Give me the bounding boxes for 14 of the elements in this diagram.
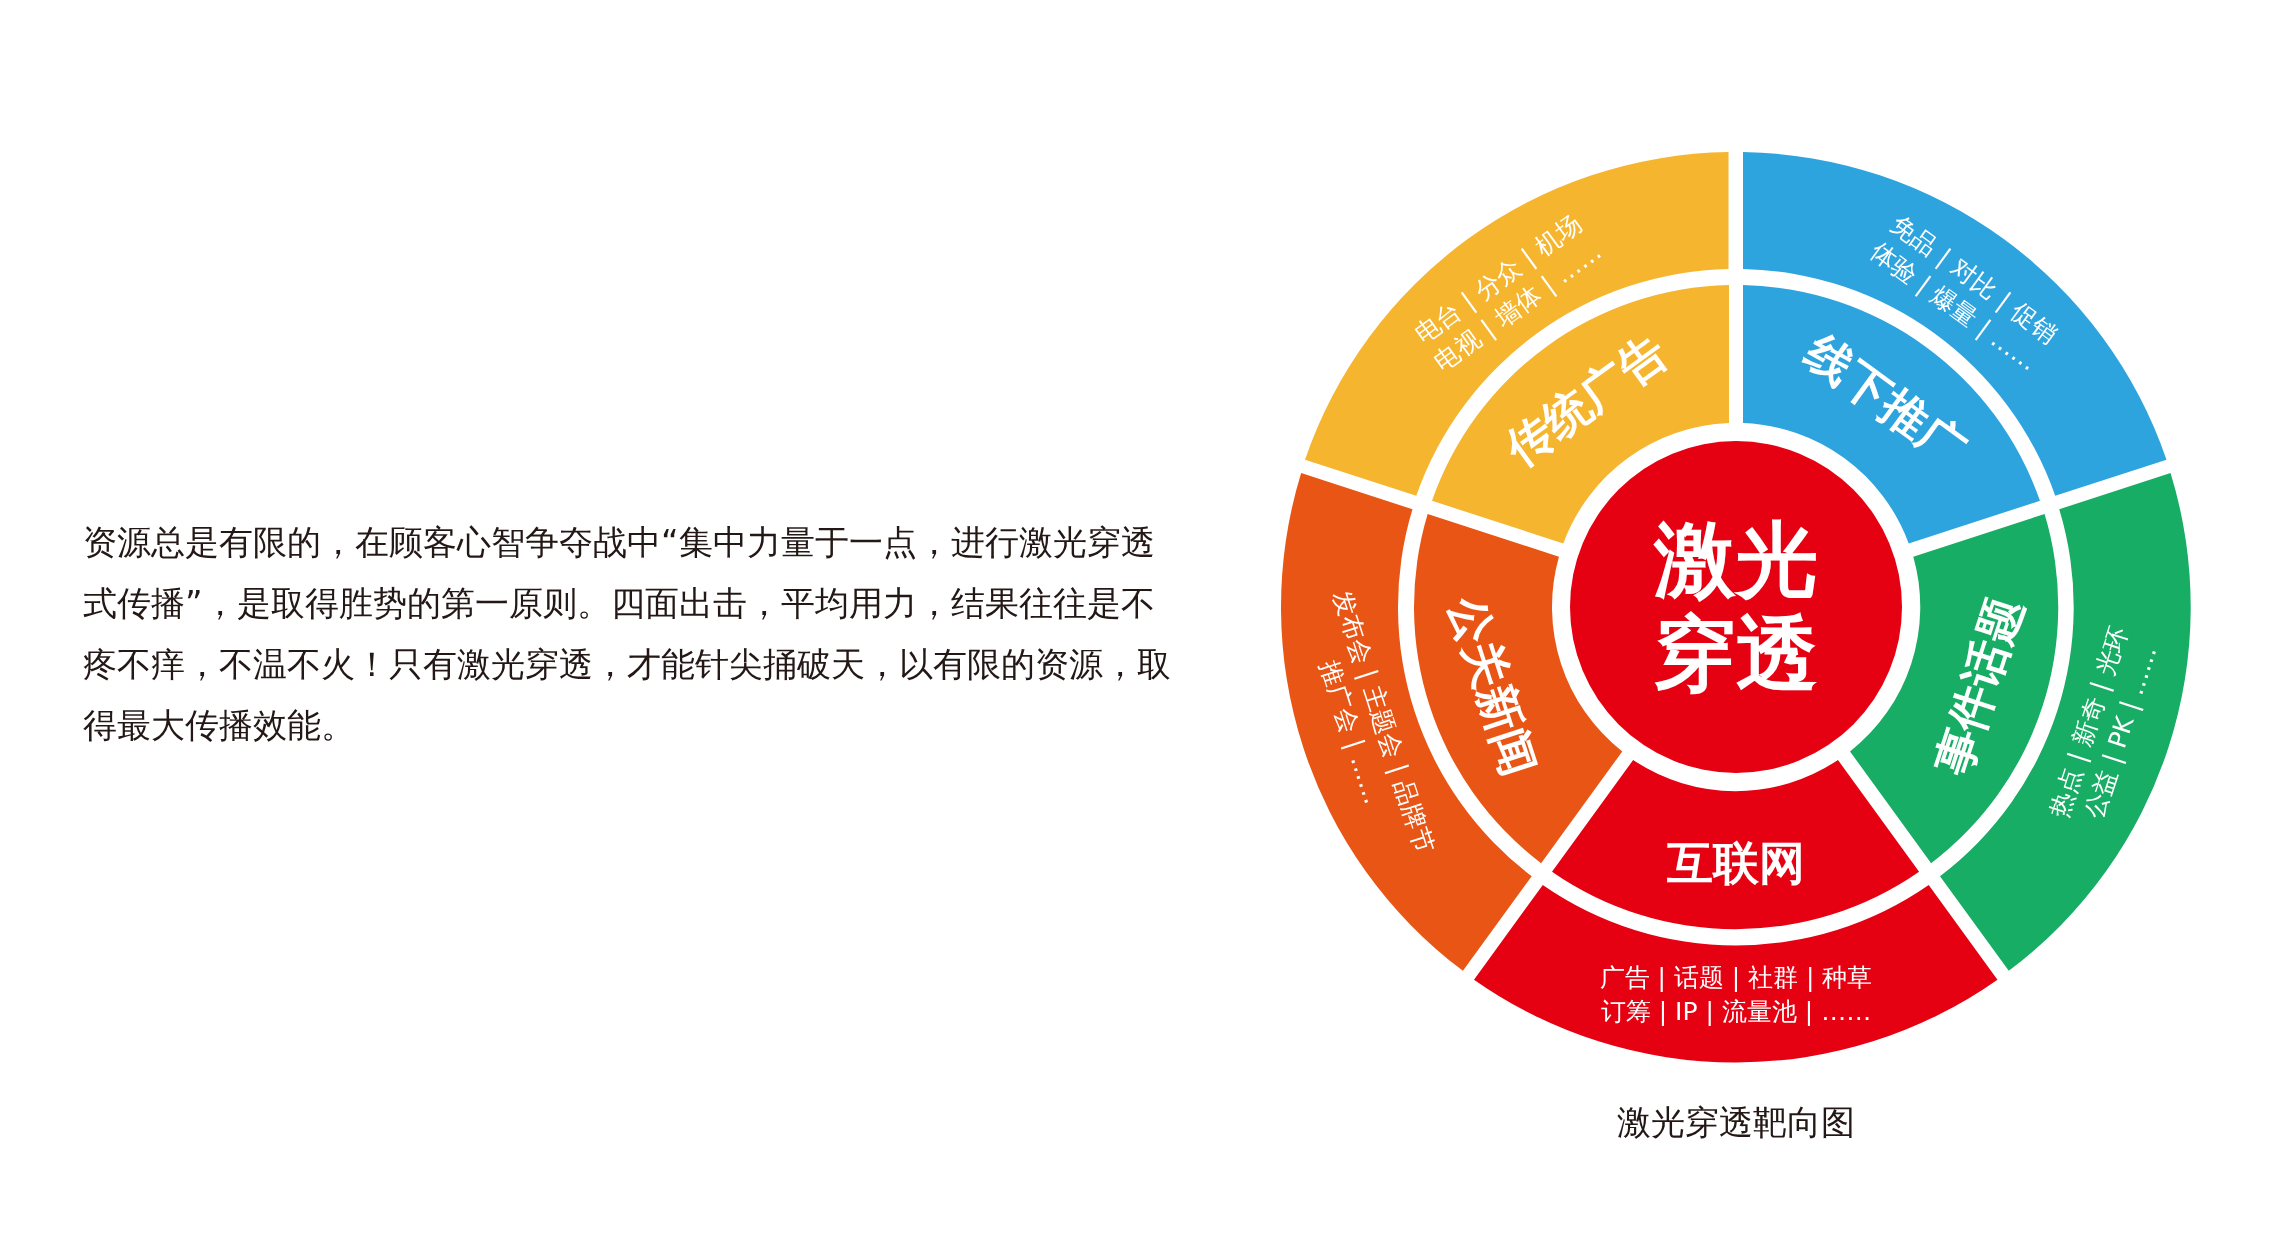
segment-title: 互联网 (1667, 840, 1805, 886)
ring-segment (1743, 152, 2167, 496)
ring-segment (1474, 884, 1998, 1062)
segment-title: 传统广告 (1497, 327, 1674, 473)
segment-title: 线下推广 (1798, 327, 1975, 473)
ring-segment (1305, 152, 1729, 496)
figure-caption: 激光穿透靶向图 (1616, 1101, 1856, 1144)
segment-title: 事件话题 (1929, 591, 2030, 781)
segment-title: 公关新闻 (1442, 591, 1543, 781)
segment-items: 广告 | 话题 | 社群 | 种草 (1599, 962, 1873, 995)
ring-segment (1552, 759, 1920, 929)
center-title: 激光穿透 (1654, 512, 1818, 702)
segment-items: 订筹 | IP | 流量池 | …… (1599, 996, 1873, 1028)
description-paragraph: 资源总是有限的，在顾客心智争夺战中“集中力量于一点，进行激光穿透式传播”，是取得胜势的第一原则。四面出击，平均用力，结果往往是不疼不痒，不温不火！只有激光穿透，才能针尖捅破天，以有限的资源，取得最大传播效能。 (83, 521, 1172, 747)
